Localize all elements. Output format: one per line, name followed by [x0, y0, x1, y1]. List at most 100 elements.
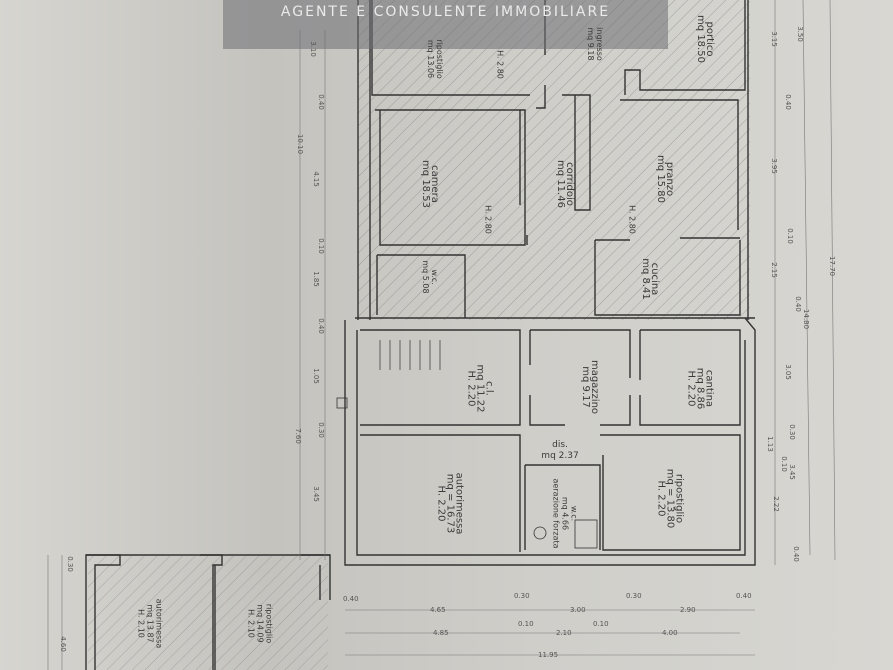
basement-walls [336, 317, 756, 566]
dimension-label: 0.10 [518, 620, 534, 628]
dimension-label: 3.10 [308, 41, 317, 57]
room-name: ripostiglio [673, 473, 685, 524]
dimension-label: 1.13 [765, 436, 774, 452]
dimension-label: 3.50 [795, 26, 804, 42]
dimension-label: 0.10 [593, 620, 609, 628]
room-area: mq 4.66 [560, 496, 570, 531]
dimension-label: 4.85 [433, 629, 449, 637]
room-height: H. 2.20 [685, 370, 697, 407]
dimension-label: 0.40 [316, 318, 325, 334]
height-label: H. 2.80 [627, 205, 637, 234]
room-name: autorimessa [453, 472, 465, 535]
room-area: mq 9.18 [586, 27, 595, 61]
dimension-label: 4.65 [430, 606, 446, 614]
dimension-label: 3.95 [769, 158, 778, 174]
room-height: aerazione forzata [551, 478, 561, 549]
dimension-label: 0.10 [779, 456, 788, 472]
room-name: camera [429, 165, 440, 203]
room-name: pranzo [664, 161, 675, 197]
height-label: H. 2.80 [495, 50, 505, 79]
dimension-label: 11.95 [538, 651, 559, 659]
dimension-label: 17.70 [828, 255, 837, 277]
room-label-wc: w.c.mq 5.08 [421, 247, 439, 307]
dimension-label: 2.15 [769, 262, 778, 278]
dimension-label: 0.30 [514, 592, 530, 600]
dimension-label: 0.30 [316, 422, 325, 438]
dimension-label: 0.40 [343, 595, 359, 603]
room-area: mq 14.09 [255, 604, 265, 643]
dimension-label: 0.30 [626, 592, 642, 600]
dimension-lines [47, 0, 836, 670]
dimension-label: 4.15 [311, 171, 320, 187]
room-name: cantina [703, 369, 715, 408]
room-height: H. 2.10 [246, 609, 256, 638]
room-height: H. 2.10 [136, 609, 146, 638]
dimension-label: 4.00 [662, 629, 678, 637]
room-name: corridoio [564, 162, 575, 206]
room-name: magazzino [589, 359, 600, 415]
dimension-label: 3.45 [787, 464, 796, 480]
room-height: H. 2.20 [655, 480, 667, 517]
room-name: cucina [649, 262, 660, 296]
room-name: c.l. [483, 381, 495, 396]
dimension-label: 3.45 [311, 486, 320, 502]
room-name: portico [704, 21, 715, 57]
ground-floor-walls [355, 0, 755, 320]
room-area: mq 18.50 [695, 15, 706, 63]
room-area: mq 2.37 [541, 451, 579, 461]
dimension-label: 0.10 [785, 228, 794, 244]
dimension-label: 3.15 [769, 31, 778, 47]
dimension-label: 0.30 [787, 424, 796, 440]
room-name: w.c. [569, 505, 579, 522]
dimension-label: 2.10 [556, 629, 572, 637]
room-name: ripostiglio [264, 603, 274, 644]
dimension-label: 7.60 [293, 428, 302, 444]
room-name: dis. [552, 440, 568, 450]
dimension-label: 0.40 [316, 94, 325, 110]
dimension-label: 2.22 [771, 496, 780, 512]
room-area: mq 18.53 [420, 160, 431, 208]
dimension-label: 4.60 [58, 636, 67, 652]
room-area: mq 13.87 [145, 604, 155, 643]
room-name: autorimessa [154, 598, 164, 649]
ground-floor-fill [358, 0, 750, 320]
dimension-label: 2.90 [680, 606, 696, 614]
dimension-label: 1.05 [311, 368, 320, 384]
dimension-label: 1.85 [311, 271, 320, 287]
room-area: mq 11.22 [474, 364, 486, 413]
room-name: ripostiglio [435, 39, 444, 79]
room-label-dis: dis.mq 2.37 [535, 440, 585, 462]
room-height: H. 2.20 [435, 485, 447, 522]
dimension-label: 0.40 [791, 546, 800, 562]
dimension-label: 0.40 [783, 94, 792, 110]
dimension-label: 0.30 [65, 556, 74, 572]
dimension-label: 10.10 [296, 133, 305, 155]
room-area: mq 11.46 [555, 160, 566, 208]
outbuilding-walls [85, 554, 331, 670]
room-name: w.c. [430, 269, 439, 285]
dimension-label: 0.40 [736, 592, 752, 600]
outbuilding-fill [88, 556, 328, 670]
dimension-label: 0.40 [793, 296, 802, 312]
room-name: ingresso [595, 27, 604, 61]
room-area: mq 8.86 [694, 367, 706, 410]
dimension-label: 0.10 [316, 238, 325, 254]
room-area: mq 5.08 [421, 260, 430, 294]
watermark: AGENTE E CONSULENTE IMMOBILIARE [223, 0, 668, 49]
height-label: H. 2.80 [483, 205, 493, 234]
